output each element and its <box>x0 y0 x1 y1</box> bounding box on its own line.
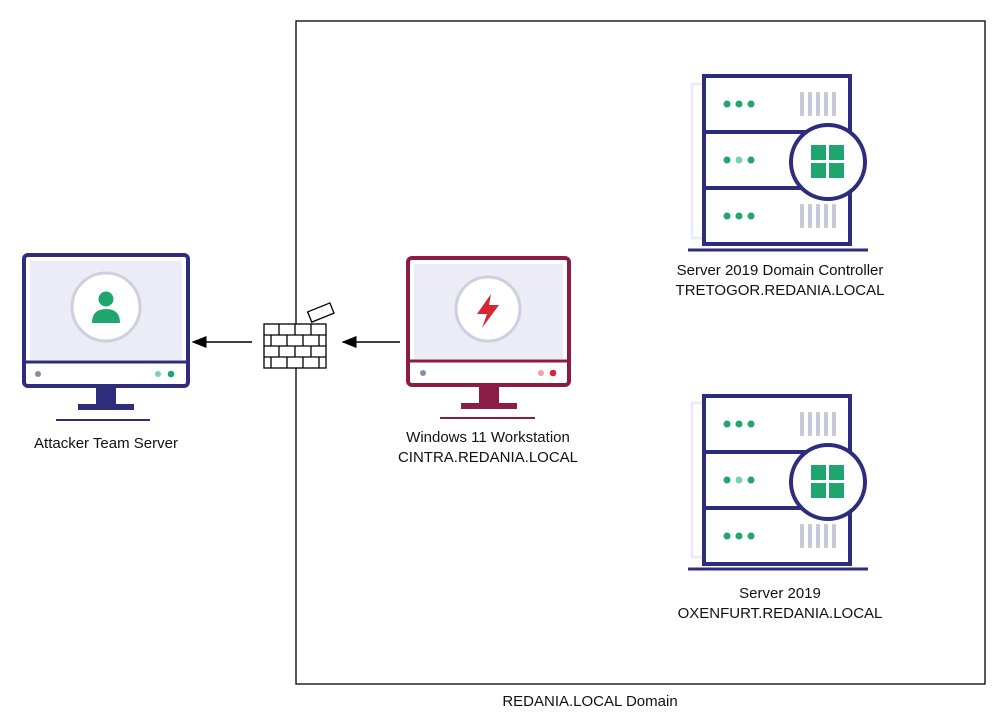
workstation-hostname: CINTRA.REDANIA.LOCAL <box>397 449 579 466</box>
domain-controller-server-icon <box>688 74 868 252</box>
user-icon <box>92 291 120 323</box>
workstation-name: Windows 11 Workstation <box>406 429 570 446</box>
workstation-label: Windows 11 Workstation CINTRA.REDANIA.LO… <box>338 428 638 468</box>
windows-logo-icon <box>811 145 844 178</box>
server-name: Server 2019 <box>739 585 821 602</box>
attacker-monitor-icon <box>22 253 190 421</box>
domain-controller-hostname: TRETOGOR.REDANIA.LOCAL <box>675 282 885 299</box>
attacker-label: Attacker Team Server <box>0 434 212 454</box>
windows-logo-icon <box>811 465 844 498</box>
lightning-icon <box>477 294 499 328</box>
member-server-icon <box>688 394 868 571</box>
server-label: Server 2019 OXENFURT.REDANIA.LOCAL <box>620 584 940 624</box>
domain-controller-label: Server 2019 Domain Controller TRETOGOR.R… <box>620 261 940 301</box>
server-hostname: OXENFURT.REDANIA.LOCAL <box>677 605 883 622</box>
domain-controller-name: Server 2019 Domain Controller <box>676 262 884 279</box>
workstation-monitor-icon <box>406 256 571 419</box>
firewall-icon <box>263 302 335 369</box>
domain-box-label: REDANIA.LOCAL Domain <box>502 693 678 710</box>
attacker-name: Attacker Team Server <box>34 435 178 452</box>
